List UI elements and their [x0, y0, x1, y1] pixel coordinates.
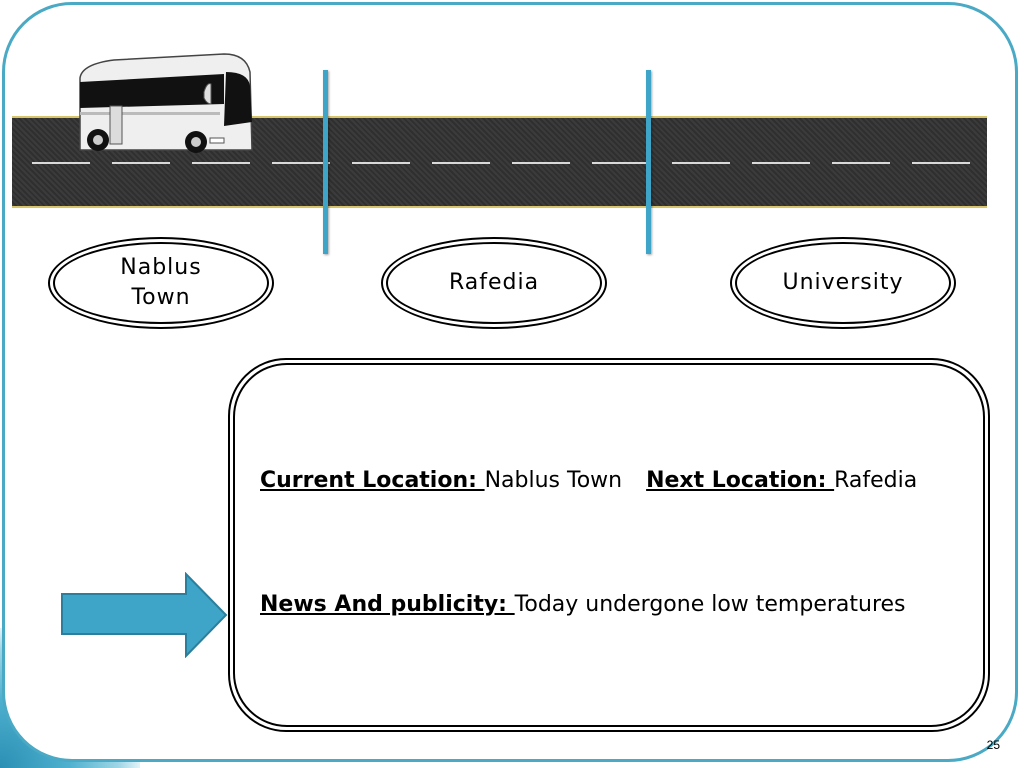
stop-rafedia: Rafedia: [381, 237, 607, 329]
news-label: News And publicity:: [260, 592, 515, 617]
stop-divider-1: [323, 70, 328, 254]
current-location-value: Nablus Town: [484, 468, 623, 493]
bus-icon: [79, 53, 253, 153]
road-center-line: [32, 162, 982, 164]
stop-nablus-town: Nablus Town: [48, 237, 274, 329]
next-location-value: Rafedia: [834, 468, 918, 493]
right-arrow-icon: [61, 572, 228, 658]
stop-university: University: [730, 237, 956, 329]
road: [12, 116, 987, 208]
stop-label: Rafedia: [448, 270, 540, 295]
next-location-label: Next Location:: [646, 468, 835, 493]
info-panel: Current Location: Nablus Town Next Locati…: [228, 358, 990, 732]
news-value: Today undergone low temperatures: [514, 592, 906, 617]
location-line: Current Location: Nablus Town Next Locati…: [260, 468, 917, 493]
stop-divider-2: [646, 70, 651, 254]
current-location-label: Current Location:: [260, 468, 485, 493]
stop-label: Nablus Town: [120, 255, 202, 310]
stop-label: University: [782, 270, 904, 295]
news-line: News And publicity: Today undergone low …: [260, 592, 906, 617]
page-number: 25: [986, 738, 1000, 752]
